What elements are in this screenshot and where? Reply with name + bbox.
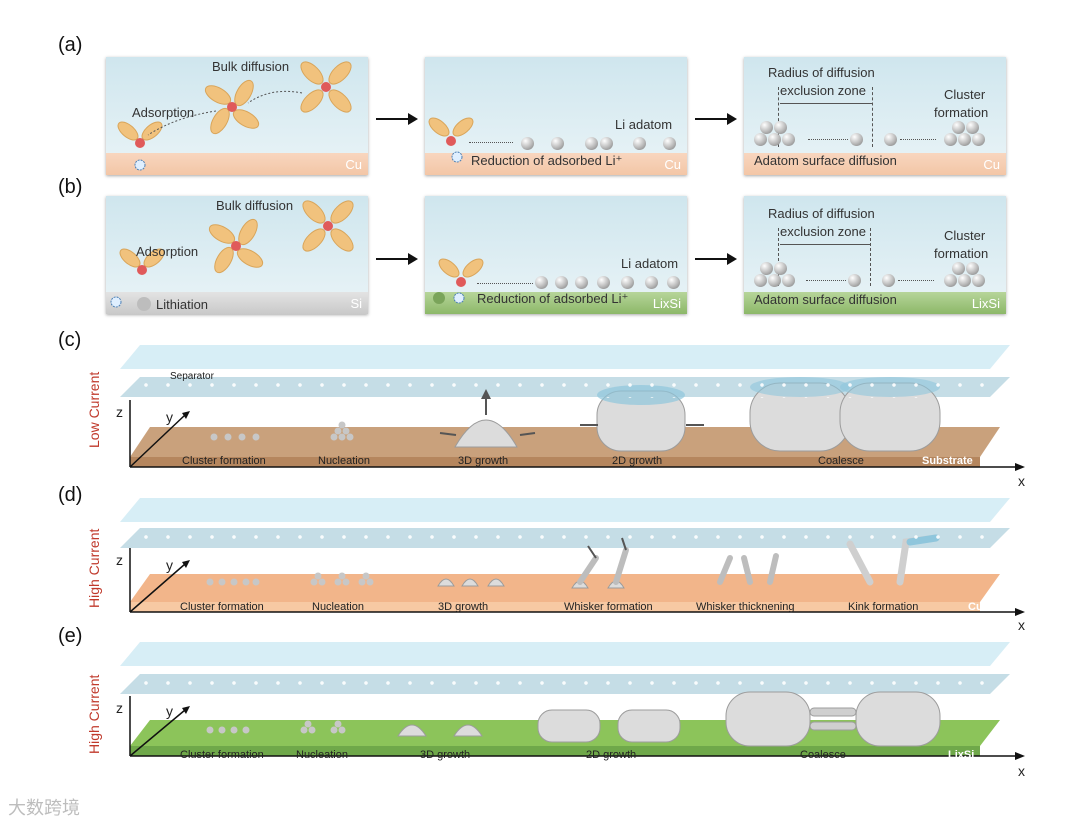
adsorbed-ion: [428, 117, 474, 163]
radius-label-line2: exclusion zone: [780, 224, 866, 239]
reduction-label: Reduction of adsorbed Li⁺: [471, 153, 623, 168]
process-arrow: [376, 253, 418, 265]
stage-label: 3D growth: [438, 601, 489, 613]
z-axis-label: z: [116, 700, 123, 716]
row-b-panel-3: Radius of diffusion exclusion zone Clust…: [744, 196, 1006, 314]
cluster-label-line1: Cluster: [944, 87, 986, 102]
process-arrow: [695, 253, 737, 265]
x-axis-label: x: [1018, 763, 1025, 779]
panel-label-c: (c): [58, 329, 82, 351]
side-label-high-current: High Current: [86, 528, 102, 608]
stage-label: Coalesce: [800, 749, 846, 761]
row-a-panel-3: Radius of diffusion exclusion zone Clust…: [744, 57, 1006, 175]
stage-label: 2D growth: [612, 455, 663, 467]
reduction-label: Reduction of adsorbed Li⁺: [477, 291, 629, 306]
y-axis-label: y: [166, 409, 173, 425]
solvated-li-ions: [110, 200, 354, 311]
cu-substrate: [744, 153, 1006, 175]
bulk-diffusion-label: Bulk diffusion: [216, 198, 294, 213]
stage-label: Coalesce: [818, 455, 864, 467]
z-axis-label: z: [116, 404, 123, 420]
li-adatom: [600, 137, 613, 150]
side-label-low-current: Low Current: [86, 371, 102, 448]
solvated-li-ions: [117, 61, 352, 171]
stage-label: Cluster formation: [182, 455, 266, 467]
radius-label-line1: Radius of diffusion: [768, 206, 875, 221]
adsorbed-ion: [433, 258, 484, 304]
stage-label: Nucleation: [296, 749, 348, 761]
process-arrow: [376, 113, 418, 125]
bulk-diffusion-label: Bulk diffusion: [212, 59, 290, 74]
si-substrate: [106, 292, 368, 314]
substrate-tag: LixSi: [971, 296, 1000, 311]
z-axis-label: z: [116, 552, 123, 568]
separator-pores: [135, 378, 985, 398]
substrate-tag: Cu: [983, 157, 1000, 172]
row-c-scene: [120, 345, 1025, 471]
stage-label: 3D growth: [420, 749, 471, 761]
separator-label: Separator: [170, 371, 214, 382]
cluster-label-line1: Cluster: [944, 228, 986, 243]
stage-label: 3D growth: [458, 455, 509, 467]
li-adatom-label: Li adatom: [621, 256, 679, 271]
panel-label-e: (e): [58, 625, 83, 647]
row-b-panel-1: Bulk diffusion Adsorption Lithiation Si: [106, 196, 368, 314]
side-label-high-current: High Current: [86, 674, 102, 754]
radius-label-line2: exclusion zone: [780, 83, 866, 98]
li-adatom-label: Li adatom: [615, 117, 673, 132]
lithiation-label: Lithiation: [156, 297, 209, 312]
y-axis-label: y: [166, 557, 173, 573]
stage-label: Whisker formation: [564, 601, 653, 613]
stage-label: Nucleation: [312, 601, 364, 613]
adsorption-label: Adsorption: [132, 105, 195, 120]
panel-label-b: (b): [58, 176, 83, 198]
stage-label: Kink formation: [848, 601, 919, 613]
separator-pores: [135, 676, 985, 694]
li-adatom: [663, 137, 676, 150]
substrate-tag: Substrate: [922, 455, 973, 467]
x-axis-label: x: [1018, 617, 1025, 633]
li-adatom: [585, 137, 598, 150]
lixsi-substrate: [744, 292, 1006, 314]
panel-label-a: (a): [58, 34, 83, 56]
substrate-tag: LixSi: [652, 296, 681, 311]
substrate-tag: LixSi: [948, 749, 975, 761]
row-a-panel-1: Bulk diffusion Adsorption Cu: [106, 57, 368, 175]
surface-diffusion-label: Adatom surface diffusion: [754, 153, 897, 168]
watermark: 大数跨境: [8, 798, 80, 818]
process-arrow: [695, 113, 737, 125]
row-a-panel-2: Li adatom Reduction of adsorbed Li⁺ Cu: [425, 57, 687, 175]
surface-diffusion-label: Adatom surface diffusion: [754, 292, 897, 307]
substrate-tag: Cu: [345, 157, 362, 172]
cu-substrate: [425, 153, 687, 175]
x-axis-label: x: [1018, 473, 1025, 489]
separator-pores: [135, 530, 985, 548]
li-adatom: [521, 137, 534, 150]
substrate-tag: Cu: [968, 601, 983, 613]
radius-label-line1: Radius of diffusion: [768, 65, 875, 80]
cu-substrate: [106, 153, 368, 175]
substrate-tag: Cu: [664, 157, 681, 172]
cluster-label-line2: formation: [934, 246, 989, 261]
panel-label-d: (d): [58, 484, 83, 506]
y-axis-label: y: [166, 703, 173, 719]
lixsi-substrate: [425, 292, 687, 314]
substrate-tag: Si: [350, 296, 362, 311]
stage-label: Nucleation: [318, 455, 370, 467]
adsorption-label: Adsorption: [136, 244, 199, 259]
li-adatom: [633, 137, 646, 150]
stage-label: 2D growth: [586, 749, 637, 761]
stage-label: Cluster formation: [180, 601, 264, 613]
li-adatom: [551, 137, 564, 150]
stage-label: Whisker thicknening: [696, 601, 795, 613]
stage-label: Cluster formation: [180, 749, 264, 761]
row-b-panel-2: Li adatom Reduction of adsorbed Li⁺ LixS…: [425, 196, 687, 314]
cluster-label-line2: formation: [934, 105, 989, 120]
